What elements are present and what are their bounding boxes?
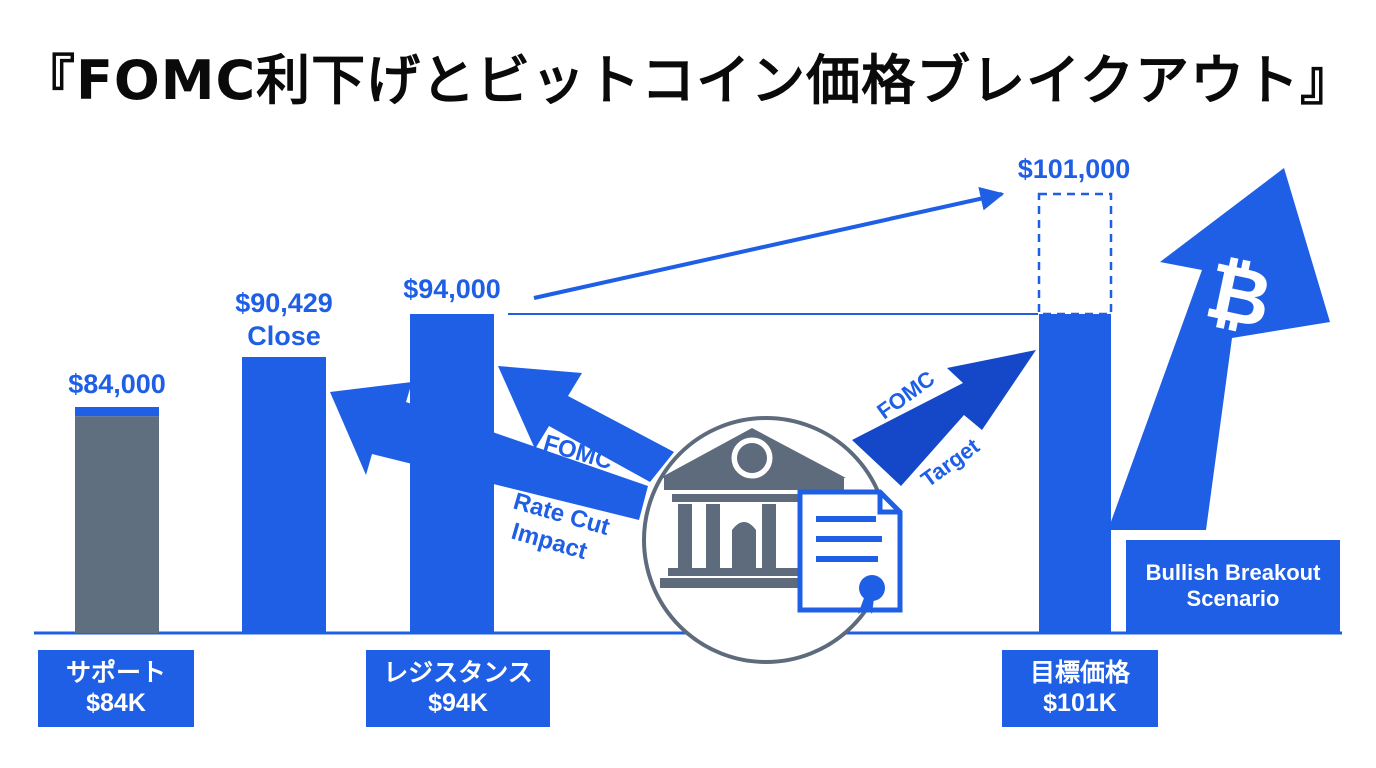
bar-support-cap [75,407,159,417]
bar-close [242,357,326,633]
fomc-left-arrow [498,366,674,482]
scenario-label-box: Bullish Breakout Scenario [1126,540,1340,632]
scenario-label-line2: Scenario [1186,586,1280,611]
resistance-label-jp: レジスタンス [383,659,533,687]
target-label-value: $101K [1043,688,1117,717]
support-label-box: サポート $84K [38,650,194,727]
support-label-jp: サポート [65,659,166,687]
target-label-box: 目標価格 $101K [1002,650,1158,727]
support-label-value: $84K [86,688,146,717]
bullish-arrow [1108,168,1330,530]
resistance-label-value: $94K [428,688,488,717]
document-certificate-icon [797,489,903,614]
fomc-target-arrow [852,350,1036,486]
scenario-label-line1: Bullish Breakout [1145,560,1321,586]
bar-target [1039,314,1111,633]
value-label: $84,000 [68,369,166,399]
resistance-label-box: レジスタンス $94K [366,650,550,727]
value-label: $94,000 [403,274,501,304]
trend-arrow [533,186,1005,300]
rate-cut-arrow [330,382,648,520]
value-label: Close [247,321,321,351]
target-label-jp: 目標価格 [1029,659,1130,687]
page-title: 『FOMC利下げとビットコイン価格ブレイクアウト』 [20,49,1356,112]
target-dashed-extension [1037,192,1113,316]
bar-support [75,416,159,633]
value-label: $90,429 [235,288,333,318]
value-label: $101,000 [1018,154,1131,184]
